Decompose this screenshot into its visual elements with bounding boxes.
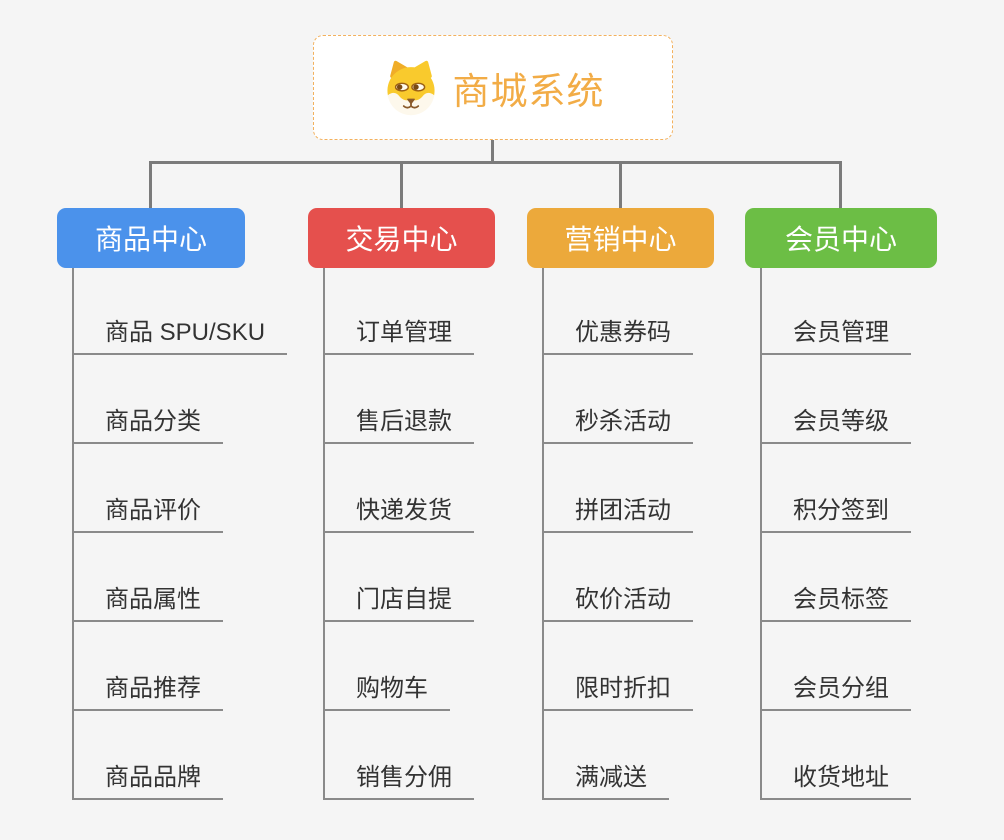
branch-item[interactable]: 收货地址 (760, 711, 911, 800)
dog-face-icon (382, 59, 440, 117)
branch-trade: 交易中心 订单管理 售后退款 快递发货 门店自提 购物车 销售分佣 (308, 208, 495, 800)
branch-items: 会员管理 会员等级 积分签到 会员标签 会员分组 收货地址 (760, 268, 911, 800)
branch-member: 会员中心 会员管理 会员等级 积分签到 会员标签 会员分组 收货地址 (745, 208, 937, 800)
root-node[interactable]: 商城系统 (313, 35, 673, 140)
branch-item-label: 销售分佣 (356, 764, 452, 791)
branch-spine-line (760, 268, 762, 800)
branch-marketing: 营销中心 优惠券码 秒杀活动 拼团活动 砍价活动 限时折扣 满减送 (527, 208, 714, 800)
branch-spine-line (72, 268, 74, 800)
branch-item[interactable]: 拼团活动 (542, 444, 693, 533)
branch-header-label: 交易中心 (345, 224, 458, 255)
branch-item-label: 积分签到 (793, 497, 889, 524)
branch-product: 商品中心 商品 SPU/SKU 商品分类 商品评价 商品属性 商品推荐 商品品牌 (57, 208, 288, 800)
branch-item-label: 优惠券码 (575, 319, 671, 346)
branch-item[interactable]: 商品推荐 (72, 622, 223, 711)
branch-item[interactable]: 满减送 (542, 711, 669, 800)
branch-item[interactable]: 商品分类 (72, 355, 223, 444)
branch-item[interactable]: 门店自提 (323, 533, 474, 622)
drop-line-member (839, 161, 842, 208)
branch-item-label: 购物车 (356, 675, 428, 702)
branch-item-label: 满减送 (575, 764, 647, 791)
branch-item-label: 收货地址 (793, 764, 889, 791)
branch-item[interactable]: 积分签到 (760, 444, 911, 533)
branch-items: 订单管理 售后退款 快递发货 门店自提 购物车 销售分佣 (323, 268, 474, 800)
branch-item-label: 会员管理 (793, 319, 889, 346)
branch-hline (150, 161, 841, 164)
branch-item[interactable]: 商品评价 (72, 444, 223, 533)
branch-item[interactable]: 售后退款 (323, 355, 474, 444)
drop-line-trade (400, 161, 403, 208)
branch-item-label: 商品品牌 (105, 764, 201, 791)
branch-item-label: 门店自提 (356, 586, 452, 613)
branch-item-label: 会员等级 (793, 408, 889, 435)
branch-item[interactable]: 秒杀活动 (542, 355, 693, 444)
branch-items: 优惠券码 秒杀活动 拼团活动 砍价活动 限时折扣 满减送 (542, 268, 693, 800)
branch-items: 商品 SPU/SKU 商品分类 商品评价 商品属性 商品推荐 商品品牌 (72, 268, 288, 800)
branch-item-label: 商品属性 (105, 586, 201, 613)
branch-item[interactable]: 会员分组 (760, 622, 911, 711)
branch-item-label: 会员标签 (793, 586, 889, 613)
branch-item-label: 限时折扣 (575, 675, 671, 702)
branch-item[interactable]: 商品品牌 (72, 711, 223, 800)
branch-item[interactable]: 商品 SPU/SKU (72, 268, 288, 355)
branch-item[interactable]: 优惠券码 (542, 268, 693, 355)
branch-header-marketing[interactable]: 营销中心 (527, 208, 714, 268)
branch-item[interactable]: 会员管理 (760, 268, 911, 355)
branch-item-label: 会员分组 (793, 675, 889, 702)
branch-item[interactable]: 订单管理 (323, 268, 474, 355)
branch-item[interactable]: 会员标签 (760, 533, 911, 622)
branch-item-label: 商品分类 (105, 408, 201, 435)
branch-item[interactable]: 销售分佣 (323, 711, 474, 800)
branch-spine-line (323, 268, 325, 800)
branch-item[interactable]: 砍价活动 (542, 533, 693, 622)
drop-line-product (149, 161, 152, 208)
branch-item-label: 商品评价 (105, 497, 201, 524)
branch-header-label: 商品中心 (94, 224, 207, 255)
branch-item-label: 秒杀活动 (575, 408, 671, 435)
root-title: 商城系统 (452, 70, 605, 112)
root-stem-line (491, 140, 494, 162)
branch-item-label: 快递发货 (356, 497, 452, 524)
branch-header-label: 营销中心 (564, 224, 677, 255)
branch-item[interactable]: 购物车 (323, 622, 450, 711)
branch-header-label: 会员中心 (784, 224, 897, 255)
branch-header-trade[interactable]: 交易中心 (308, 208, 495, 268)
branch-item[interactable]: 商品属性 (72, 533, 223, 622)
branch-item[interactable]: 限时折扣 (542, 622, 693, 711)
branch-spine-line (542, 268, 544, 800)
drop-line-marketing (619, 161, 622, 208)
branch-item-label: 拼团活动 (575, 497, 671, 524)
branch-item[interactable]: 会员等级 (760, 355, 911, 444)
branch-header-product[interactable]: 商品中心 (57, 208, 245, 268)
branch-item-label: 商品 SPU/SKU (105, 319, 266, 346)
branch-item-label: 售后退款 (356, 408, 452, 435)
branch-item-label: 订单管理 (356, 319, 452, 346)
branch-header-member[interactable]: 会员中心 (745, 208, 937, 268)
branch-item-label: 砍价活动 (575, 586, 671, 613)
branch-item[interactable]: 快递发货 (323, 444, 474, 533)
branch-item-label: 商品推荐 (105, 675, 201, 702)
